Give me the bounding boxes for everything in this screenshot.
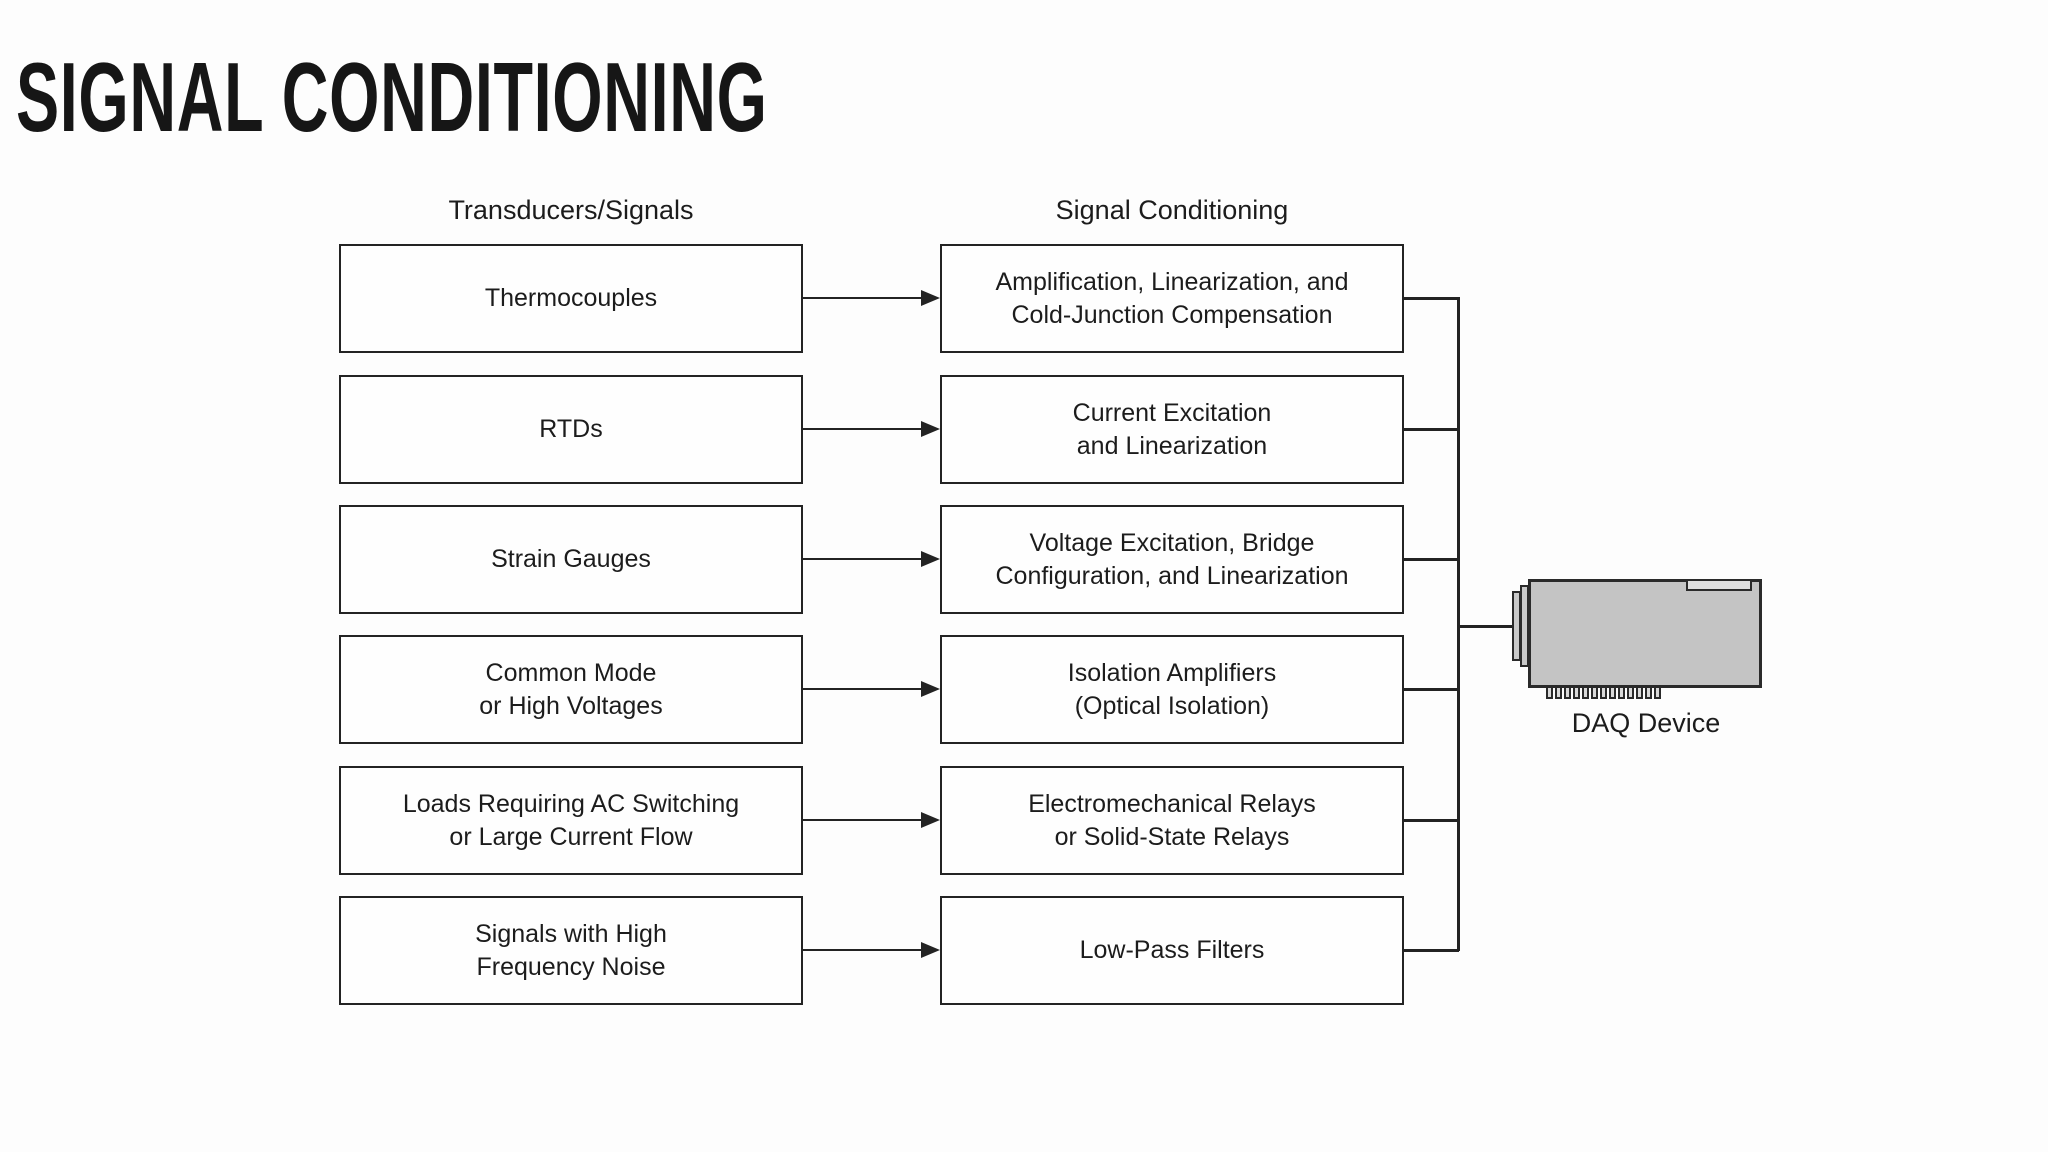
transducer-box-ac-loads: Loads Requiring AC Switching or Large Cu…	[339, 766, 803, 875]
connector-stub-row-6	[1404, 949, 1459, 952]
arrow-row-6	[802, 942, 942, 958]
daq-connector-line	[1459, 625, 1514, 628]
conditioning-box-low-pass-filters: Low-Pass Filters	[940, 896, 1404, 1005]
transducer-box-strain-gauges: Strain Gauges	[339, 505, 803, 614]
connector-stub-row-2	[1404, 428, 1459, 431]
conditioning-box-amplification: Amplification, Linearization, and Cold-J…	[940, 244, 1404, 353]
arrow-row-2	[802, 421, 942, 437]
transducer-box-high-frequency-noise: Signals with High Frequency Noise	[339, 896, 803, 1005]
arrowhead-icon	[921, 551, 940, 567]
bus-line	[1457, 297, 1460, 951]
connector-stub-row-1	[1404, 297, 1459, 300]
column-header-transducers: Transducers/Signals	[448, 194, 694, 225]
arrow-row-5	[802, 812, 942, 828]
conditioning-box-current-excitation: Current Excitation and Linearization	[940, 375, 1404, 484]
arrowhead-icon	[921, 290, 940, 306]
conditioning-box-isolation-amplifiers: Isolation Amplifiers (Optical Isolation)	[940, 635, 1404, 744]
arrowhead-icon	[921, 681, 940, 697]
daq-card-notch	[1686, 579, 1752, 591]
transducer-box-rtds: RTDs	[339, 375, 803, 484]
page-title: SIGNAL CONDITIONING	[16, 42, 768, 152]
column-header-signal-conditioning: Signal Conditioning	[1055, 194, 1289, 225]
arrowhead-icon	[921, 421, 940, 437]
daq-pins	[1546, 686, 1661, 699]
transducer-box-thermocouples: Thermocouples	[339, 244, 803, 353]
connector-stub-row-3	[1404, 558, 1459, 561]
conditioning-box-relays: Electromechanical Relays or Solid-State …	[940, 766, 1404, 875]
transducer-box-common-mode: Common Mode or High Voltages	[339, 635, 803, 744]
arrow-row-1	[802, 290, 942, 306]
daq-card-body	[1528, 579, 1762, 688]
arrowhead-icon	[921, 812, 940, 828]
daq-device-label: DAQ Device	[1571, 708, 1721, 738]
connector-stub-row-5	[1404, 819, 1459, 822]
conditioning-box-voltage-excitation: Voltage Excitation, Bridge Configuration…	[940, 505, 1404, 614]
arrowhead-icon	[921, 942, 940, 958]
arrow-row-4	[802, 681, 942, 697]
connector-stub-row-4	[1404, 688, 1459, 691]
arrow-row-3	[802, 551, 942, 567]
